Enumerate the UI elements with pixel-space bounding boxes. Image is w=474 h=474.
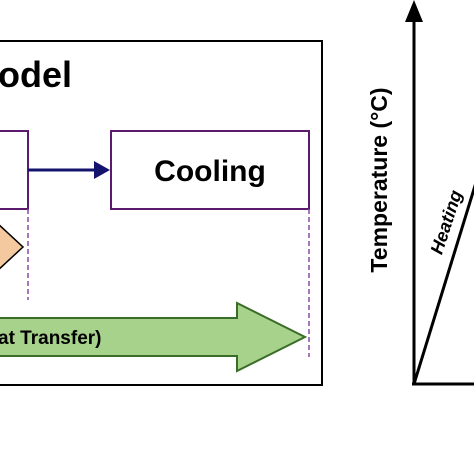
heating-arrow-tip	[0, 224, 25, 270]
heating-curve	[412, 183, 474, 385]
heat-transfer-label: at Transfer)	[0, 328, 101, 349]
y-axis-arrow-head	[405, 0, 423, 22]
heating-curve-label: Heating	[427, 188, 466, 257]
left-stage-box	[0, 130, 29, 210]
y-axis-label: Temperature (°C)	[366, 87, 392, 272]
cooling-box	[110, 130, 310, 210]
heat-transfer-arrow	[0, 301, 308, 373]
stage-flow-arrow-head	[94, 161, 110, 179]
model-panel-title: odel	[0, 54, 72, 95]
cooling-box-label: Cooling	[154, 155, 266, 188]
